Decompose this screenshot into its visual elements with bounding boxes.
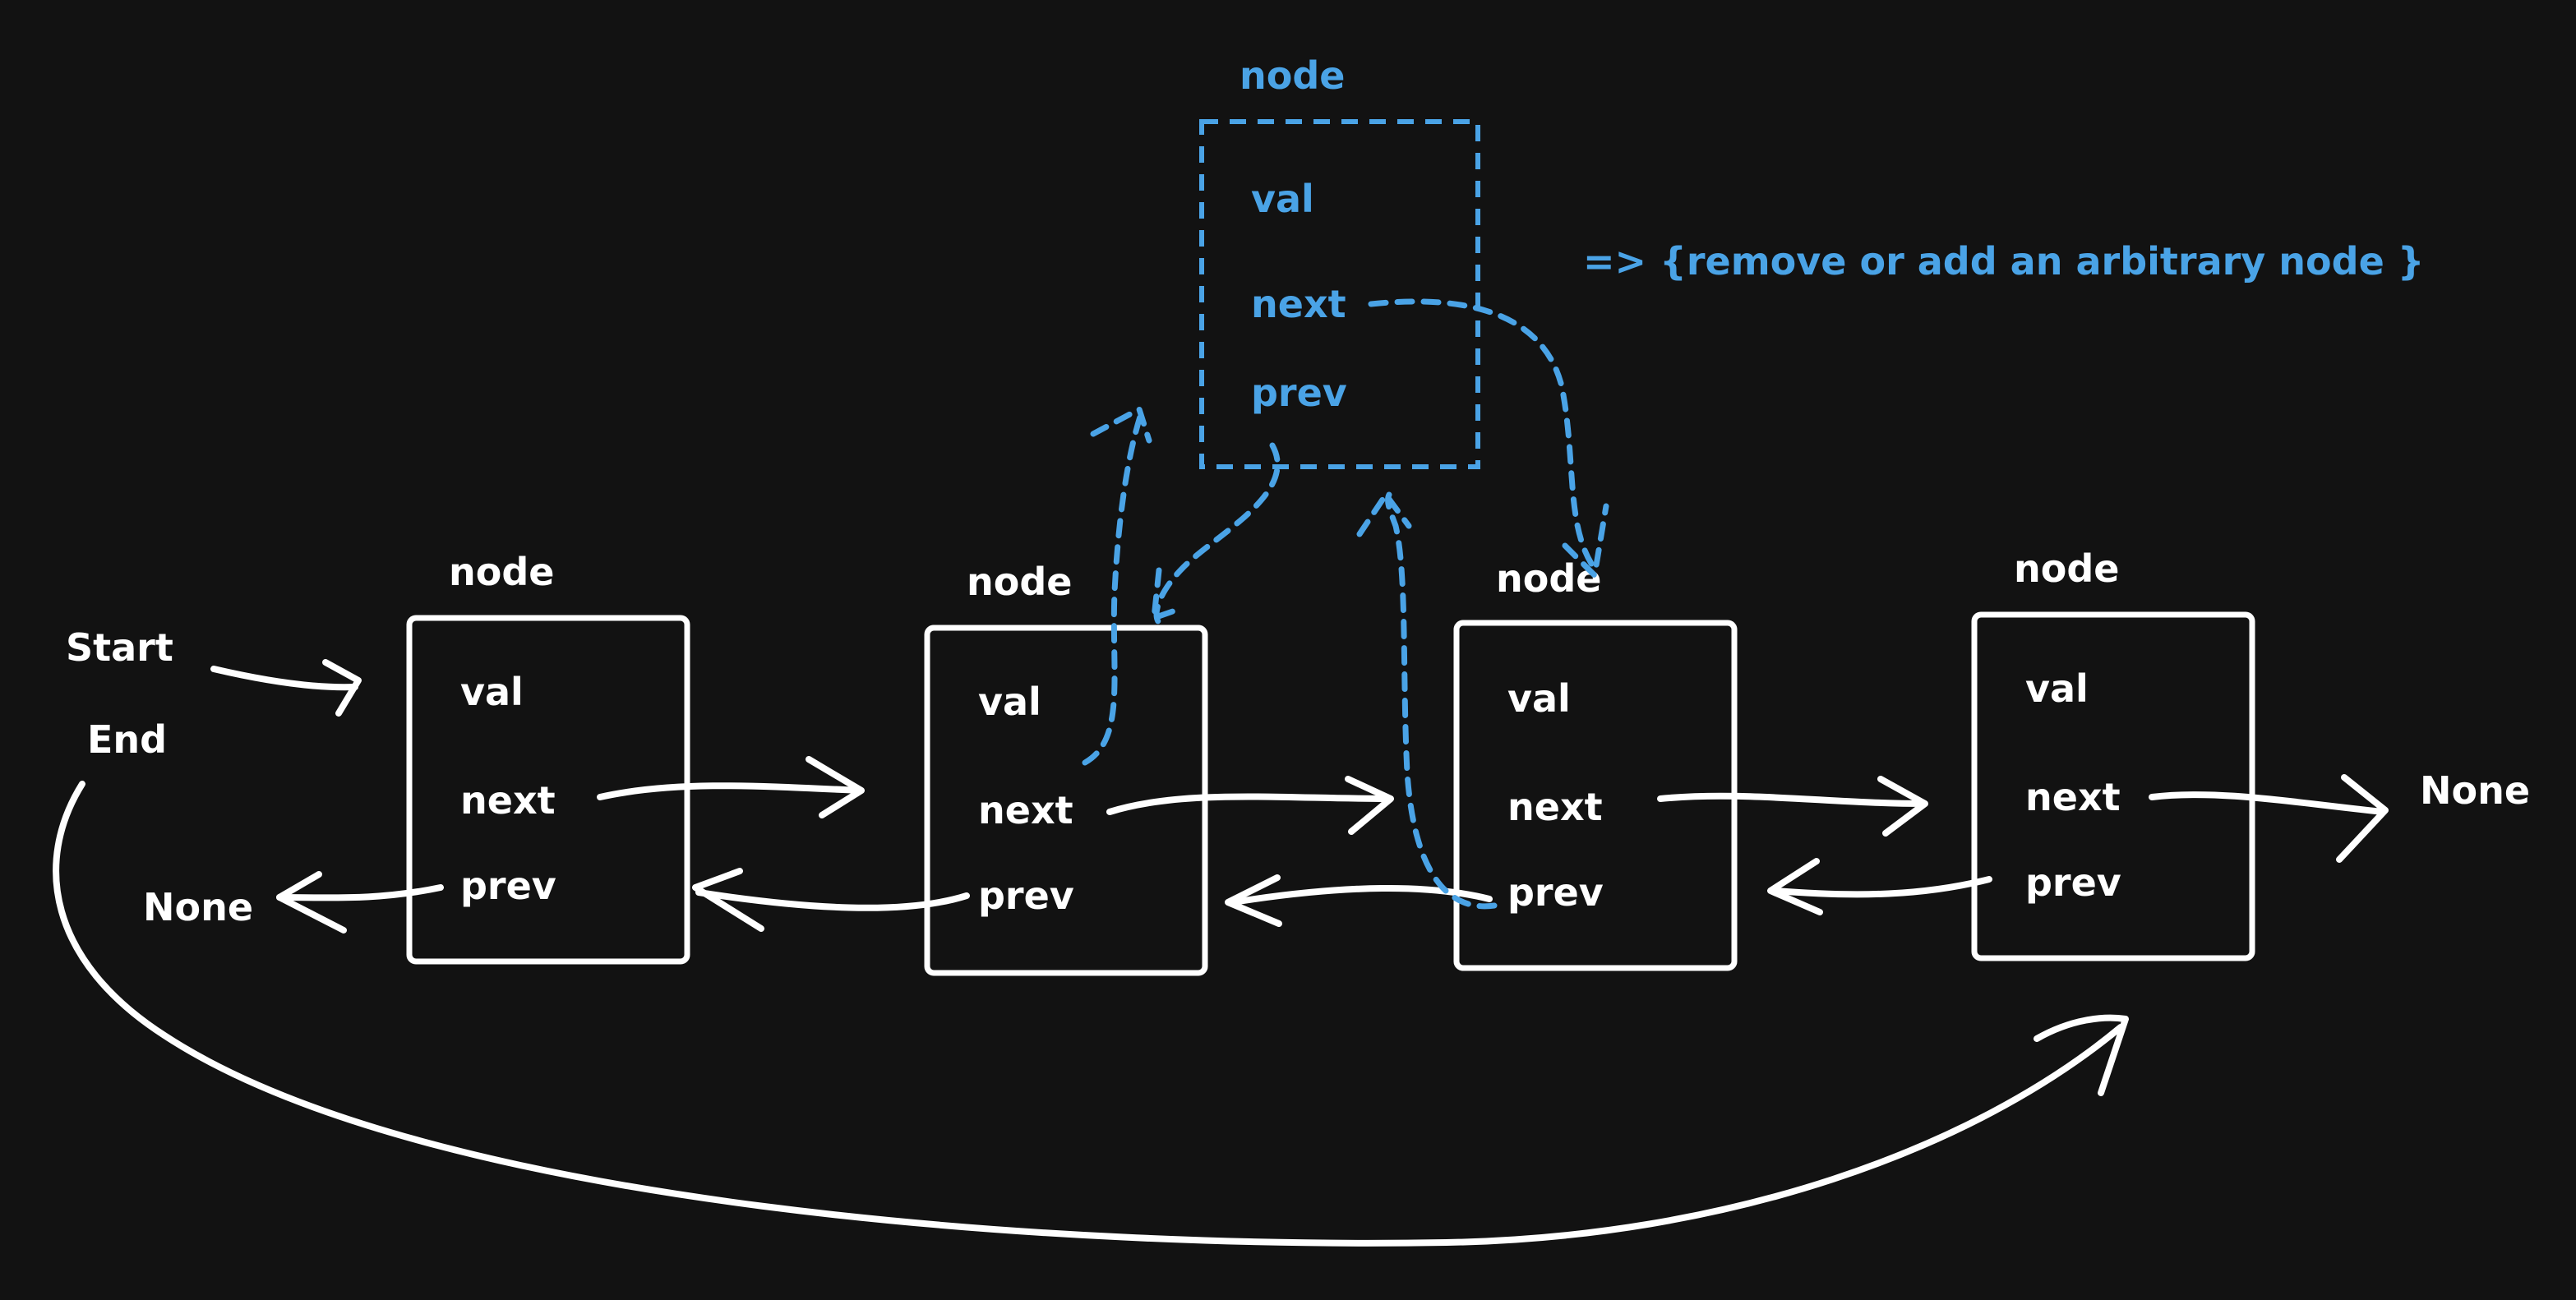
node-1-prev: prev: [460, 864, 556, 908]
insert-arrow-a-head: [1090, 406, 1152, 444]
insert-arrow-c: [1384, 491, 1498, 910]
insert-arrow-d-head: [1562, 503, 1609, 579]
insert-arrow-c-head: [1356, 491, 1412, 537]
prev-arrow-none-head: [276, 871, 347, 934]
new-node-next: next: [1251, 282, 1346, 326]
none-left-label: None: [143, 885, 253, 929]
node-4-prev: prev: [2025, 860, 2121, 905]
node-3-val: val: [1507, 676, 1571, 721]
prev-arrow-2-head: [1225, 874, 1282, 927]
node-2-val: val: [978, 680, 1041, 724]
next-arrow-1-head: [806, 756, 865, 818]
node-1-next: next: [460, 778, 556, 823]
node-3-prev: prev: [1507, 870, 1604, 915]
next-arrow-3: [1657, 792, 1927, 807]
next-arrow-1: [597, 782, 863, 800]
prev-arrow-1-head: [692, 868, 764, 932]
note-label: => {remove or add an arbitrary node }: [1583, 239, 2425, 284]
next-arrow-none-head: [2336, 774, 2389, 863]
start-arrow: [210, 666, 358, 691]
next-arrow-none: [2149, 791, 2387, 815]
node-2-next: next: [978, 788, 1073, 832]
end-arrow-head: [2034, 1014, 2129, 1096]
insert-arrow-b-head: [1151, 567, 1185, 621]
node-4-box: [1971, 611, 2255, 961]
prev-arrow-3-head: [1767, 858, 1823, 915]
next-arrow-2-head: [1345, 776, 1394, 835]
node-2-title: node: [967, 560, 1072, 604]
none-right-label: None: [2420, 768, 2530, 813]
prev-arrow-2: [1230, 885, 1493, 906]
end-arrow: [53, 781, 2124, 1247]
end-label: End: [87, 717, 167, 762]
node-3-next: next: [1507, 785, 1603, 829]
node-1-val: val: [460, 670, 524, 714]
node-1-title: node: [449, 550, 554, 594]
new-node-box: [1199, 119, 1480, 469]
new-node-prev: prev: [1251, 371, 1347, 415]
node-2-prev: prev: [978, 874, 1074, 918]
insert-arrow-d: [1368, 298, 1598, 572]
start-label: Start: [66, 625, 173, 670]
prev-arrow-1: [695, 889, 970, 911]
insert-arrow-a: [1082, 411, 1144, 766]
new-node-val: val: [1251, 177, 1314, 221]
next-arrow-3-head: [1877, 776, 1928, 837]
node-4-val: val: [2025, 666, 2089, 711]
prev-arrow-3: [1772, 876, 1992, 898]
node-4-next: next: [2025, 775, 2121, 819]
prev-arrow-none: [276, 884, 444, 901]
new-node-title: node: [1240, 53, 1345, 98]
next-arrow-2: [1106, 793, 1392, 815]
node-4-title: node: [2014, 546, 2119, 591]
start-arrow-head: [322, 659, 362, 717]
insert-arrow-b: [1153, 442, 1281, 628]
